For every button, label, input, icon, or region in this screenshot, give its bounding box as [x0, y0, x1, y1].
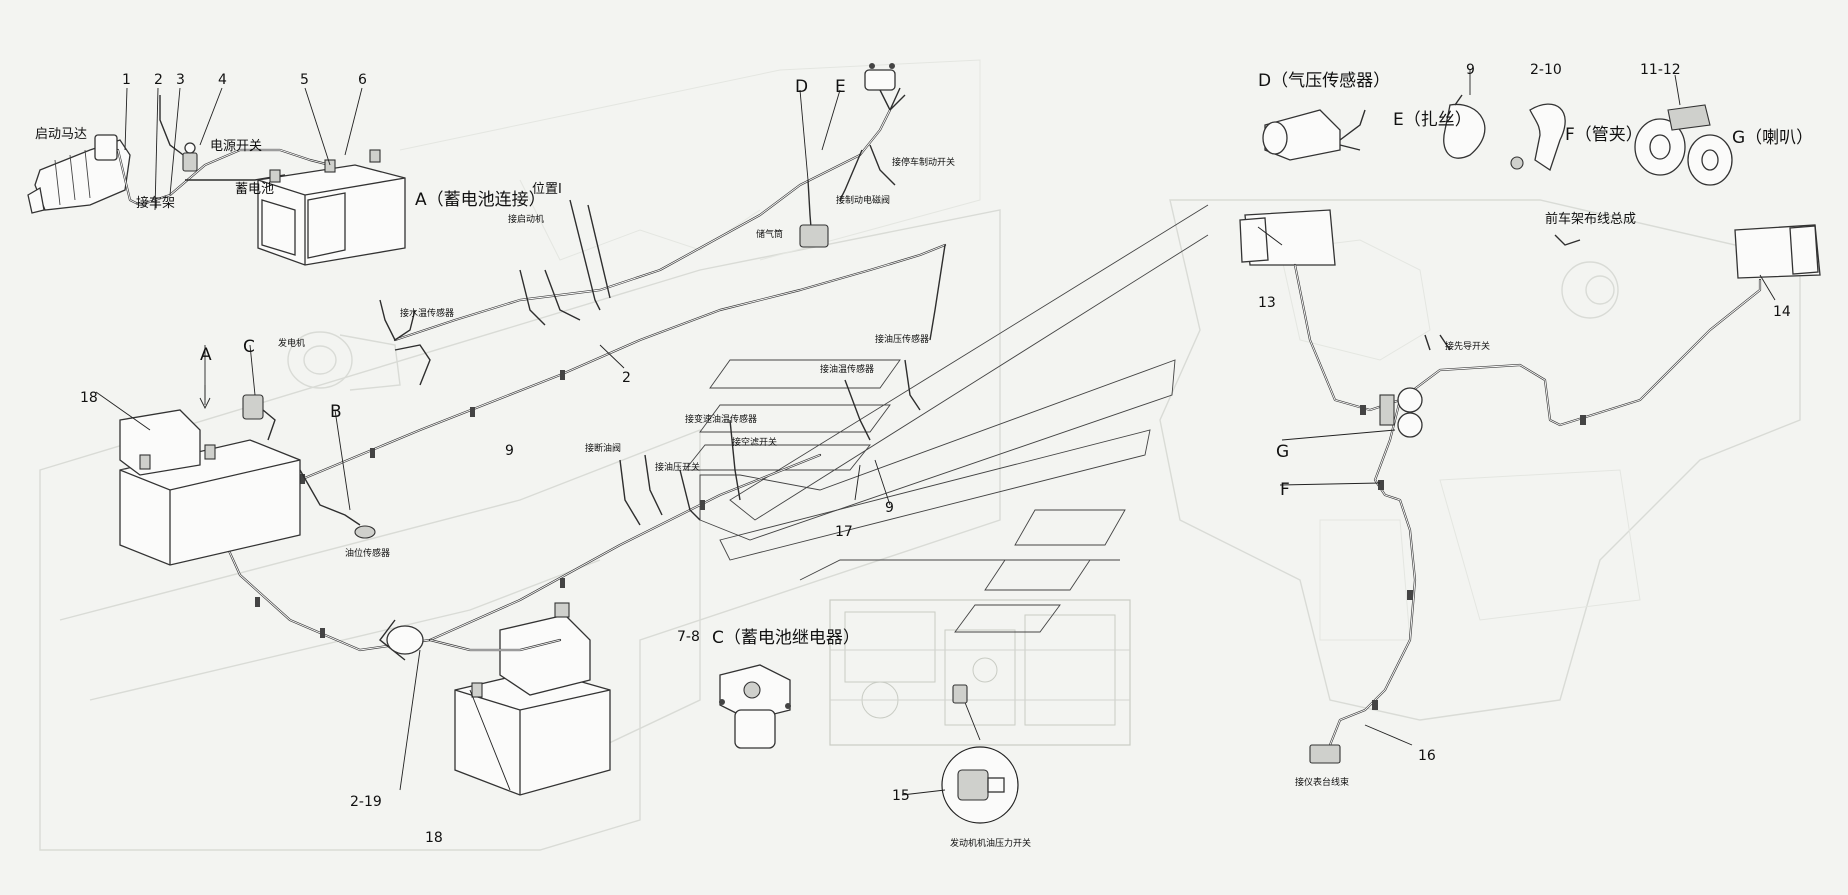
labels-group: 启动马达 接车架 电源开关 蓄电池 A（蓄电池连接） 位置Ⅰ 接启动机 接制动电… [35, 71, 1813, 849]
num-3: 3 [176, 72, 185, 88]
num-9-c: 9 [1466, 62, 1475, 78]
power-switch [182, 142, 198, 172]
num-2-b: 2 [622, 370, 631, 386]
callout-D: D（气压传感器） [1258, 71, 1390, 91]
lamp-14 [1734, 224, 1821, 279]
detail-D-part [1262, 109, 1366, 161]
letter-G: G [1276, 442, 1289, 462]
letter-B: B [330, 402, 342, 422]
starter-motor [27, 134, 131, 214]
label-transmission-temp-sensor: 接变速油温传感器 [685, 413, 757, 425]
letter-D: D [795, 77, 808, 97]
num-14: 14 [1773, 304, 1791, 320]
num-9: 9 [505, 443, 514, 459]
letter-F: F [1280, 480, 1290, 500]
label-guide-light-switch: 接先导开关 [1445, 340, 1490, 352]
detail-E-part [1443, 94, 1486, 159]
label-front-frame-harness: 前车架布线总成 [1545, 211, 1636, 227]
clips-front-frame [1360, 405, 1586, 710]
num-11-12: 11-12 [1640, 62, 1681, 78]
label-oil-level-sensor: 油位传感器 [345, 547, 390, 559]
label-starter-motor: 启动马达 [35, 127, 87, 142]
num-7-8: 7-8 [677, 629, 700, 645]
letter-A: A [200, 345, 212, 365]
label-frame-ground: 接车架 [136, 195, 175, 211]
num-15: 15 [892, 788, 910, 804]
relay-C-part [242, 394, 276, 441]
letters-group: A B C D E F G [200, 77, 1290, 500]
label-oil-pressure-switch: 接油压开关 [655, 461, 700, 473]
label-engine-oil-pressure-switch: 发动机机油压力开关 [950, 837, 1031, 849]
num-18-b: 18 [425, 830, 443, 846]
battery-pair [257, 149, 406, 266]
clips-long-harness [255, 370, 705, 638]
num-6: 6 [358, 72, 367, 88]
num-2: 2 [154, 72, 163, 88]
num-4: 4 [218, 72, 227, 88]
connector-16 [1309, 744, 1341, 764]
label-power-switch: 电源开关 [210, 139, 262, 154]
label-parking-brake-switch: 接停车制动开关 [892, 156, 955, 168]
label-battery: 蓄电池 [235, 182, 274, 197]
letter-C: C [243, 337, 255, 357]
connector-cluster-top [864, 63, 896, 91]
callout-A: A（蓄电池连接） [415, 190, 546, 210]
lamp-13 [1239, 209, 1336, 266]
label-water-temp-sensor: 接水温传感器 [400, 307, 454, 319]
num-13: 13 [1258, 295, 1276, 311]
battery-lower [454, 602, 611, 796]
callout-C: C（蓄电池继电器） [712, 628, 860, 648]
numbers-group: 1 2 3 4 5 6 2 9 9 17 18 18 2-19 7-8 15 1… [80, 62, 1791, 846]
num-9-b: 9 [885, 500, 894, 516]
alternator [287, 331, 431, 391]
oil-pressure-switch-15 [941, 684, 1019, 824]
harness-front-frame [1293, 234, 1762, 747]
oil-level-sensor [299, 469, 376, 539]
battery-left [119, 409, 301, 566]
callout-F: F（管夹） [1565, 125, 1643, 145]
num-2-19: 2-19 [350, 794, 382, 810]
label-fuel-valve: 接断油阀 [585, 442, 621, 454]
battery-relay-7-8 [719, 664, 791, 749]
air-tank-part [799, 224, 829, 248]
label-position-1: 位置Ⅰ [532, 182, 562, 197]
num-17: 17 [835, 524, 853, 540]
label-oil-temp-sensor: 接油温传感器 [820, 363, 874, 375]
harness-lower [379, 619, 562, 661]
relay-2-19-part [386, 625, 424, 655]
label-to-starter: 接启动机 [508, 213, 544, 225]
callout-E: E（扎丝） [1393, 110, 1472, 130]
num-18: 18 [80, 390, 98, 406]
num-1: 1 [122, 72, 131, 88]
label-air-tank: 储气筒 [756, 228, 783, 240]
num-5: 5 [300, 72, 309, 88]
label-air-filter-switch: 接空滤开关 [732, 436, 777, 448]
panel-outlines [684, 204, 1209, 633]
detail-G-part [1634, 104, 1733, 186]
num-16: 16 [1418, 748, 1436, 764]
detail-F-part [1510, 103, 1566, 172]
num-2-10: 2-10 [1530, 62, 1562, 78]
callout-G: G（喇叭） [1732, 128, 1813, 148]
label-oil-pressure-sensor: 接油压传感器 [875, 333, 929, 345]
engine-block [829, 599, 1131, 746]
label-brake-valve: 接制动电磁阀 [836, 194, 890, 206]
horn-assembly-front [1379, 387, 1423, 438]
letter-E: E [835, 77, 846, 97]
label-alternator: 发电机 [278, 337, 305, 349]
label-dashboard-harness: 接仪表台线束 [1295, 776, 1349, 788]
arrow-A-icon [199, 385, 211, 410]
